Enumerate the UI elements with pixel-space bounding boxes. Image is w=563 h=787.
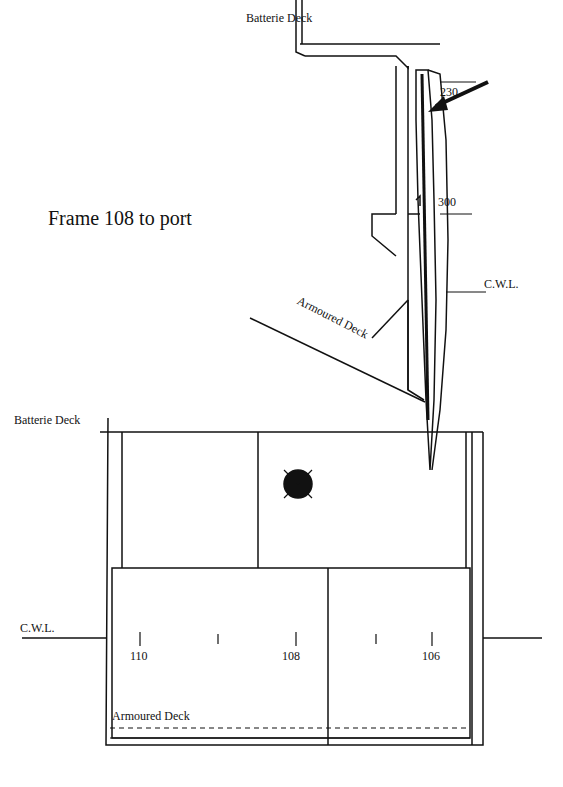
waterline-label: C.W.L.	[484, 278, 519, 290]
deck-label: Armoured Deck	[295, 294, 371, 341]
frame-number: 108	[282, 650, 300, 662]
deck-label: Batterie Deck	[246, 12, 312, 24]
view-title: Frame 108 to port	[48, 208, 192, 228]
frame-number: 110	[130, 650, 148, 662]
deck-label: Batterie Deck	[14, 414, 80, 426]
dimension: 230	[440, 86, 458, 98]
deck-label: Armoured Deck	[112, 710, 190, 722]
frame-number: 106	[422, 650, 440, 662]
dimension: 300	[438, 196, 456, 208]
waterline-label: C.W.L.	[20, 622, 55, 634]
